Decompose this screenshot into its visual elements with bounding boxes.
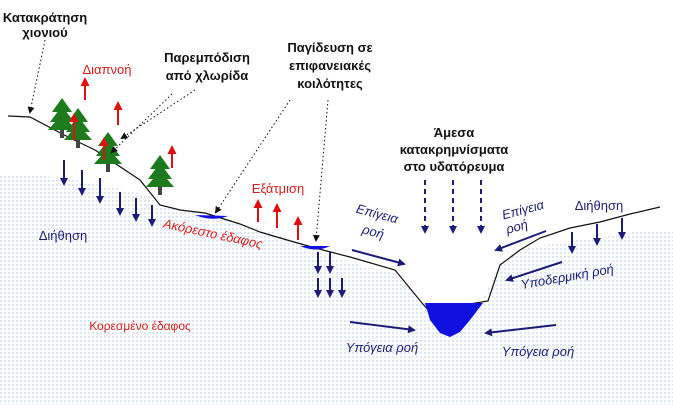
surface-flow-arrows bbox=[351, 230, 547, 267]
ground-surface-line bbox=[7, 115, 661, 313]
label-snow-interception: Κατακράτηση bbox=[3, 10, 87, 25]
label-surface-trapping-3: κοιλότητες bbox=[297, 76, 363, 91]
label-surface-flow-left: Επίγεια bbox=[355, 201, 401, 227]
label-vegetation-obstruction: Παρεμπόδιση bbox=[164, 50, 250, 65]
label-saturated-soil: Κορεσμένο έδαφος bbox=[89, 319, 191, 333]
subsurface-flow-arrow bbox=[505, 261, 563, 282]
transpiration-arrows bbox=[69, 77, 177, 168]
label-infiltration-right: Διήθηση bbox=[575, 198, 624, 213]
label-infiltration-left: Διήθηση bbox=[39, 228, 88, 243]
label-surface-flow-right-2: ροή bbox=[503, 217, 529, 237]
tree-icon bbox=[146, 155, 174, 195]
surface-puddle-1 bbox=[195, 215, 228, 219]
label-evaporation: Εξάτμιση bbox=[252, 181, 304, 196]
tree-icon bbox=[48, 98, 76, 138]
label-snow-interception-2: χιονιού bbox=[22, 25, 68, 40]
leader-lines bbox=[27, 39, 329, 242]
infiltration-arrows-right bbox=[568, 218, 626, 254]
label-vegetation-obstruction-2: από χλωρίδα bbox=[166, 68, 249, 83]
label-surface-trapping-2: επιφανειακές bbox=[289, 58, 371, 73]
groundwater-flow-arrows bbox=[349, 321, 557, 337]
label-direct-precipitation-2: κατακρημνίσματα bbox=[400, 142, 509, 157]
label-direct-precipitation: Άμεσα bbox=[434, 125, 474, 140]
infiltration-arrows-left bbox=[60, 160, 156, 227]
evaporation-arrows bbox=[253, 199, 303, 240]
surface-puddle-2 bbox=[300, 246, 330, 250]
label-transpiration: Διαπνοή bbox=[82, 62, 131, 77]
label-surface-trapping: Παγίδευση σε bbox=[287, 40, 372, 55]
label-groundwater-flow-right: Υπόγεια ροή bbox=[502, 344, 574, 359]
label-groundwater-flow-left: Υπόγεια ροή bbox=[346, 340, 418, 355]
soil-region bbox=[0, 175, 673, 405]
stream-channel bbox=[425, 303, 483, 337]
infiltration-arrows-middle bbox=[314, 252, 346, 298]
direct-precipitation-arrows bbox=[421, 180, 485, 234]
label-direct-precipitation-3: στο υδατόρευμα bbox=[404, 159, 505, 174]
label-surface-flow-left-2: ροή bbox=[360, 221, 386, 241]
